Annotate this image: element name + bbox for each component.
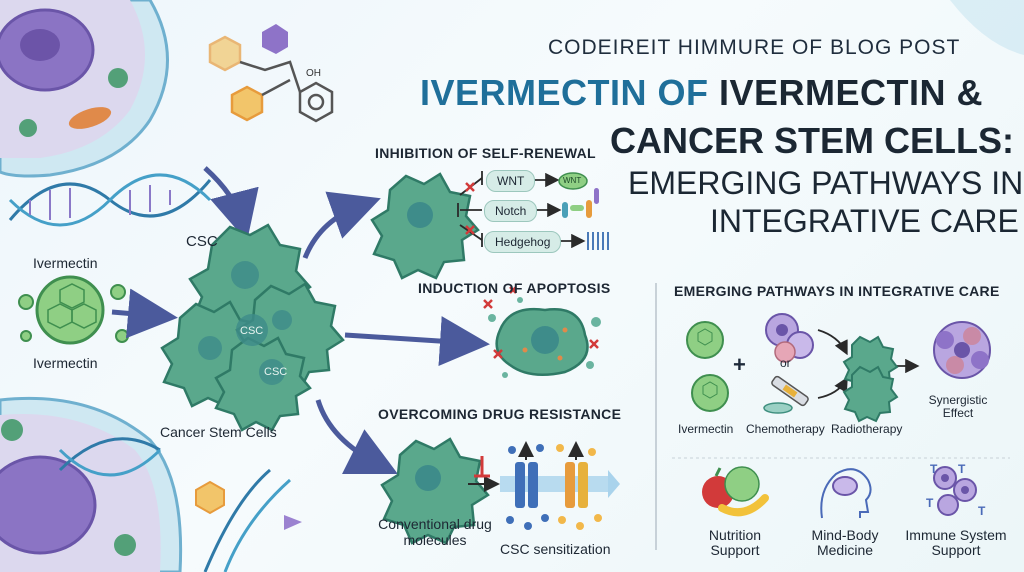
pathway-wnt: WNT: [486, 170, 536, 192]
nutrition-support-label: Nutrition Support: [708, 527, 762, 558]
title-rest: IVERMECTIN &: [708, 72, 984, 113]
arrow-down-to-csc: [203, 166, 259, 242]
wnt-ligand-icon: [558, 172, 588, 190]
dna-helix-top: [8, 173, 212, 227]
synergistic-effect-icon: [933, 321, 991, 379]
apoptosis-x-marks: [483, 286, 599, 359]
self-renewal-heading: INHIBITION OF SELF-RENEWAL: [375, 145, 596, 161]
ivermectin-label-bottom: Ivermectin: [33, 355, 98, 371]
treated-cells-icon: [842, 335, 899, 423]
ivermectin-ball-2: [691, 374, 729, 412]
pathway-notch: Notch: [484, 200, 538, 222]
immune-t-mark-2: T: [958, 462, 966, 476]
apoptosis-cell: [488, 297, 601, 378]
apoptosis-heading: INDUCTION OF APOPTOSIS: [418, 280, 611, 296]
mind-body-label: Mind-Body Medicine: [811, 527, 879, 558]
self-renewal-cell: [370, 172, 480, 280]
hedgehog-receptor-icon: [587, 232, 609, 250]
top-left-cell-illustration: [0, 0, 169, 178]
immune-t-mark-3: T: [926, 496, 934, 510]
efflux-inhibit-mark: [474, 456, 490, 478]
synergistic-effect-caption: Synergistic Effect: [928, 393, 988, 420]
csc-cell-label-1: CSC: [240, 325, 264, 337]
molecule-structure: [208, 24, 334, 123]
or-text: or: [780, 356, 791, 370]
notch-receptor-icon: [562, 188, 599, 218]
arrow-to-self-renewal: [302, 191, 381, 259]
ivermectin-caption: Ivermectin: [678, 422, 734, 436]
page-title-line-2: CANCER STEM CELLS:: [610, 120, 1014, 161]
oh-label: OH: [306, 68, 321, 79]
immune-t-mark-1: T: [930, 462, 938, 476]
sensitization-arrowhead: [608, 470, 620, 498]
integrative-heading: EMERGING PATHWAYS IN INTEGRATIVE CARE: [674, 283, 1000, 299]
dna-helix-bottom: [58, 437, 291, 572]
arrow-to-resistance: [315, 399, 398, 474]
efflux-pump-blue: [515, 441, 538, 508]
page-title-line-4: INTEGRATIVE CARE: [710, 203, 1019, 239]
main-arrows: [111, 166, 490, 474]
ivermectin-molecule-icon: [18, 275, 129, 345]
csc-label: CSC: [186, 233, 218, 250]
mind-body-icon: [820, 468, 872, 519]
immune-cells-icon: [933, 466, 977, 516]
kicker-text: CODEIREIT HIMMURE OF BLOG POST: [548, 36, 961, 59]
conventional-drug-caption: Conventional drug molecules: [378, 516, 492, 548]
arrow-to-apoptosis: [344, 316, 490, 367]
chemo-cells-icon: [765, 313, 814, 363]
arrow-ivermectin-to-csc: [111, 288, 178, 339]
triangle-decoration: [284, 515, 302, 530]
pathway-hedgehog: Hedgehog: [484, 231, 562, 253]
plus-sign: +: [733, 352, 746, 377]
nutrition-icon: [702, 466, 769, 517]
drug-molecules: [506, 444, 602, 530]
page-title-line-1: IVERMECTIN OF IVERMECTIN &: [420, 72, 983, 114]
radiotherapy-syringe-icon: [763, 375, 809, 414]
inhibit-x-marks: [465, 182, 475, 235]
page-title-line-3: EMERGING PATHWAYS IN: [628, 165, 1024, 201]
csc-sensitization-caption: CSC sensitization: [500, 541, 611, 557]
resistance-cell: [380, 437, 490, 545]
immune-support-label: Immune System Support: [905, 527, 1007, 558]
csc-cell-label-2: CSC: [264, 366, 288, 378]
bottom-left-cell-illustration: [0, 396, 183, 572]
molecule-bottom: [195, 480, 225, 515]
cancer-stem-cells-label: Cancer Stem Cells: [160, 424, 277, 440]
chemotherapy-caption: Chemotherapy: [746, 422, 825, 436]
top-right-decoration: [950, 0, 1024, 55]
title-accent: IVERMECTIN OF: [420, 72, 709, 113]
ivermectin-ball-1: [686, 321, 724, 359]
ivermectin-label-top: Ivermectin: [33, 255, 98, 271]
resistance-heading: OVERCOMING DRUG RESISTANCE: [378, 406, 622, 422]
wnt-icon-label: WNT: [563, 176, 582, 185]
immune-t-mark-4: T: [978, 504, 986, 518]
radiotherapy-caption: Radiotherapy: [831, 422, 903, 436]
efflux-pump-orange: [565, 441, 588, 508]
